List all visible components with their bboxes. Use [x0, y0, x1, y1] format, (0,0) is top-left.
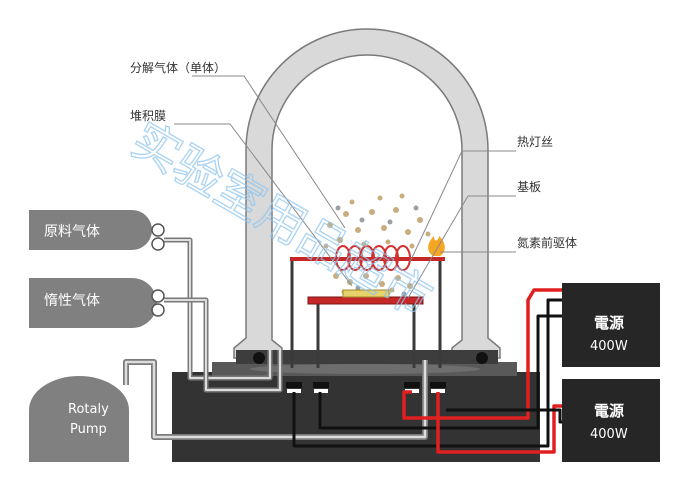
bell-jar-chamber — [233, 28, 501, 359]
raw-gas-label: 原料气体 — [44, 224, 100, 240]
seal-right — [476, 352, 488, 364]
gas-particles-grey — [335, 205, 419, 297]
watermark: 实验室用品超市 — [122, 112, 441, 329]
psu1-rating: 400W — [590, 339, 628, 354]
nitrogen-precursor-flame — [428, 236, 445, 256]
deposited-film-label: 堆积膜 — [130, 109, 166, 123]
raw-gas-tank: 原料气体 — [29, 210, 165, 251]
psu1-title: 電源 — [594, 314, 624, 332]
gas-lines — [123, 237, 428, 440]
substrate-stage — [307, 289, 424, 305]
psu2-rating: 400W — [590, 427, 628, 442]
decomposed-gas-label: 分解气体（单体） — [130, 60, 226, 75]
pump-label-line2: Pump — [70, 422, 107, 437]
electrical-wiring — [292, 288, 566, 454]
electrode-posts — [290, 260, 442, 368]
leader-lines — [174, 75, 516, 299]
inert-gas-tank: 惰性气体 — [29, 278, 165, 328]
hot-filament-label: 热灯丝 — [517, 135, 553, 149]
hot-filament-coil — [335, 245, 411, 271]
power-supply-2: 電源 400W — [562, 379, 660, 462]
substrate-label: 基板 — [517, 180, 541, 194]
filament-holder-bar — [290, 257, 445, 261]
inert-gas-label: 惰性气体 — [44, 293, 100, 309]
seal-left — [253, 352, 265, 364]
pump-label-line1: Rotaly — [68, 402, 109, 417]
power-supply-1: 電源 400W — [562, 283, 660, 367]
nitrogen-precursor-label: 氮素前驱体 — [517, 235, 577, 250]
rotary-pump: Rotaly Pump — [29, 376, 129, 462]
psu2-title: 電源 — [594, 402, 624, 420]
